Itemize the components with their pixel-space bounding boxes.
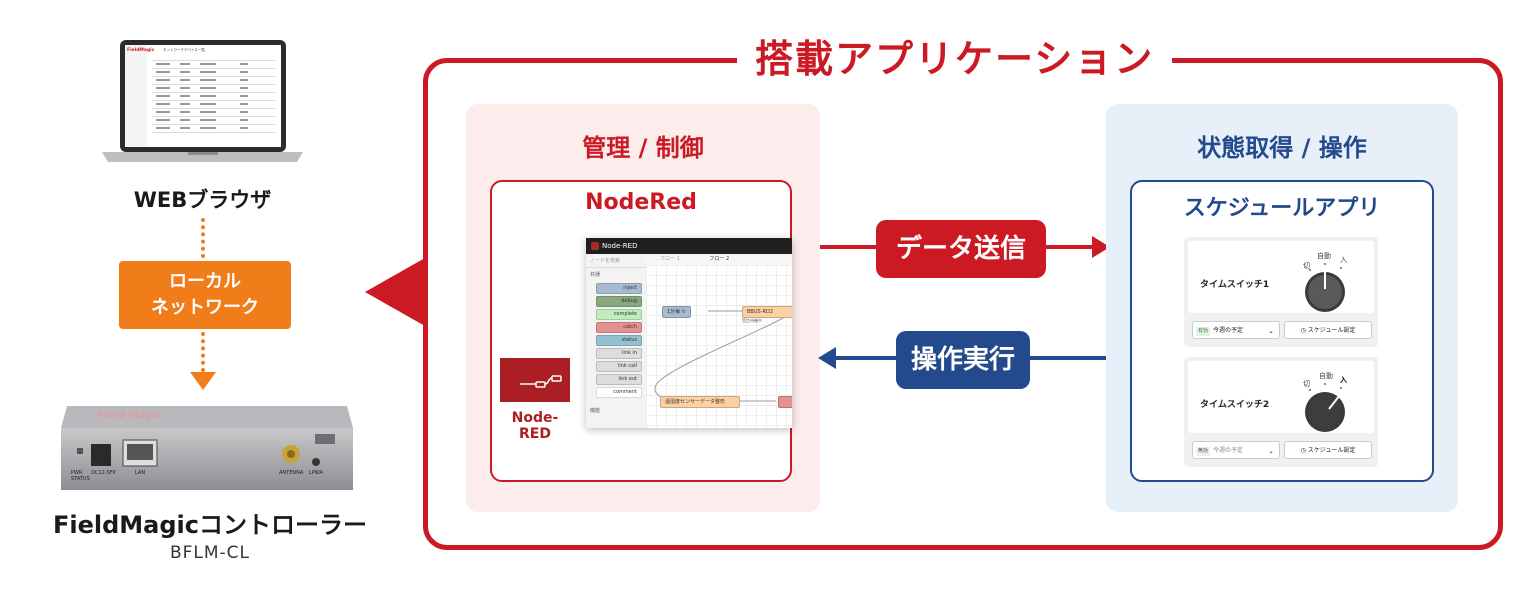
nodered-title: NodeRed	[585, 190, 697, 215]
clock-icon: ◷	[1300, 447, 1308, 454]
palette-node[interactable]: link call	[596, 361, 642, 372]
svg-text:Field Magic: Field Magic	[97, 410, 161, 421]
nodered-canvas[interactable]: 1分毎 ↻ BBUS-RD2 受信待機中 温湿度センサーデータ整形	[646, 265, 792, 428]
schedule-select[interactable]: 無効今週の予定 ⌄	[1192, 441, 1280, 459]
palette-node[interactable]: catch	[596, 322, 642, 333]
schedule-settings-button[interactable]: ◷ スケジュール設定	[1284, 321, 1372, 339]
timeswitch-card: タイムスイッチ1 切 自動 入 有効今週の予定 ⌄ ◷ スケジュール設定	[1184, 237, 1378, 347]
flow-node-output[interactable]	[778, 396, 792, 408]
dial-tick	[1340, 267, 1342, 269]
palette-category-function[interactable]: 機能	[590, 408, 601, 414]
dial-label-auto: 自動	[1319, 372, 1333, 380]
dial-tick	[1340, 387, 1342, 389]
tab-flow-1[interactable]: フロー 1	[660, 256, 680, 262]
laptop-illustration: FieldMagic ネットワークデバイス一覧	[102, 40, 303, 162]
port-sfp-label: OC12-SFP	[91, 470, 116, 476]
status-badge: 無効	[1196, 447, 1211, 456]
port-pwr-label: PWR	[71, 470, 83, 476]
nodered-logo-text: Node-RED	[511, 410, 559, 442]
port-lpwa-label: LPWA	[309, 470, 323, 476]
timeswitch-name: タイムスイッチ2	[1200, 400, 1270, 410]
clock-icon: ◷	[1300, 327, 1308, 334]
execute-label: 操作実行	[896, 331, 1030, 389]
dial-pointer	[1324, 271, 1326, 289]
palette-node[interactable]: status	[596, 335, 642, 346]
dial-tick	[1324, 263, 1326, 265]
schedule-app-title: スケジュールアプリ	[1183, 196, 1381, 221]
dial-pointer	[1328, 392, 1343, 410]
arrow-left-icon	[818, 347, 836, 369]
nodered-palette: ノードを検索 共通 inject debug complete catch st…	[586, 254, 647, 428]
flow-node-inject[interactable]: 1分毎 ↻	[662, 306, 691, 318]
timeswitch-card-body: タイムスイッチ2 切 自動 入	[1188, 361, 1374, 433]
schedule-settings-button[interactable]: ◷ スケジュール設定	[1284, 441, 1372, 459]
flow-node-status: 受信待機中	[742, 318, 762, 323]
nodered-logo-icon	[520, 375, 562, 388]
schedule-select[interactable]: 有効今週の予定 ⌄	[1192, 321, 1280, 339]
dial-label-auto: 自動	[1317, 252, 1331, 260]
network-line2: ネットワーク	[151, 297, 259, 318]
nodered-search[interactable]: ノードを検索	[586, 254, 646, 268]
device-model-label: BFLM-CL	[169, 543, 251, 563]
dial-tick	[1324, 383, 1326, 385]
flow-node-bbus[interactable]: BBUS-RD2	[742, 306, 792, 318]
frame-pointer-icon	[365, 258, 425, 326]
timeswitch-name: タイムスイッチ1	[1200, 280, 1270, 290]
flow-node-function[interactable]: 温湿度センサーデータ整形	[660, 396, 740, 408]
frame-title: 搭載アプリケーション	[737, 30, 1173, 88]
state-panel-title: 状態取得 / 操作	[1197, 134, 1367, 162]
arrow-right-icon	[1092, 236, 1110, 258]
arrow-down-icon	[190, 372, 216, 390]
local-network-badge: ローカル ネットワーク	[119, 261, 291, 329]
fieldmagic-device-illustration: Field Magic PWR STATUS OC12-SFP LAN ANTE…	[61, 406, 353, 490]
status-badge: 有効	[1196, 327, 1211, 336]
palette-node[interactable]: complete	[596, 309, 642, 320]
dotted-connector-bottom	[201, 332, 205, 372]
dial-label-off: 切	[1303, 380, 1310, 388]
schedule-select-value: 今週の予定	[1213, 327, 1244, 334]
port-status-label: STATUS	[71, 476, 90, 482]
laptop-header: ネットワークデバイス一覧	[163, 47, 205, 52]
nodered-window-title: Node-RED	[586, 238, 792, 254]
dial-label-on: 入	[1340, 376, 1347, 384]
dial-label-on: 入	[1340, 256, 1347, 264]
device-name-label: FieldMagicコントローラー	[52, 511, 367, 539]
palette-node[interactable]: link in	[596, 348, 642, 359]
nodered-logo	[500, 358, 570, 402]
schedule-settings-label: スケジュール設定	[1307, 447, 1356, 454]
web-browser-label: WEBブラウザ	[133, 188, 272, 212]
dial-label-off: 切	[1303, 262, 1310, 270]
chevron-down-icon: ⌄	[1268, 327, 1274, 335]
nodered-editor-window: Node-RED ノードを検索 共通 inject debug complete…	[586, 238, 792, 428]
laptop-app-name: FieldMagic	[127, 47, 155, 53]
tab-flow-2[interactable]: フロー 2	[709, 256, 730, 262]
data-send-label: データ送信	[876, 220, 1046, 278]
manage-panel-title: 管理 / 制御	[582, 134, 704, 162]
schedule-select-value: 今週の予定	[1213, 447, 1244, 454]
dial-tick	[1309, 269, 1311, 271]
palette-node[interactable]: link out	[596, 374, 642, 385]
palette-category-common[interactable]: 共通	[590, 272, 601, 278]
dial-knob-icon[interactable]	[1308, 271, 1342, 309]
dial-knob-icon[interactable]	[1308, 392, 1343, 429]
port-antenna-label: ANTENNA	[279, 470, 304, 476]
dotted-connector-top	[201, 218, 205, 258]
port-lan-label: LAN	[135, 470, 145, 476]
dial-tick	[1309, 389, 1311, 391]
schedule-settings-label: スケジュール設定	[1307, 327, 1356, 334]
palette-node[interactable]: inject	[596, 283, 642, 294]
palette-node[interactable]: comment	[596, 387, 642, 398]
chevron-down-icon: ⌄	[1268, 447, 1274, 455]
network-line1: ローカル	[169, 271, 241, 292]
palette-node[interactable]: debug	[596, 296, 642, 307]
timeswitch-card: タイムスイッチ2 切 自動 入 無効今週の予定 ⌄ ◷ スケジュール設定	[1184, 357, 1378, 467]
timeswitch-card-body: タイムスイッチ1 切 自動 入	[1188, 241, 1374, 313]
